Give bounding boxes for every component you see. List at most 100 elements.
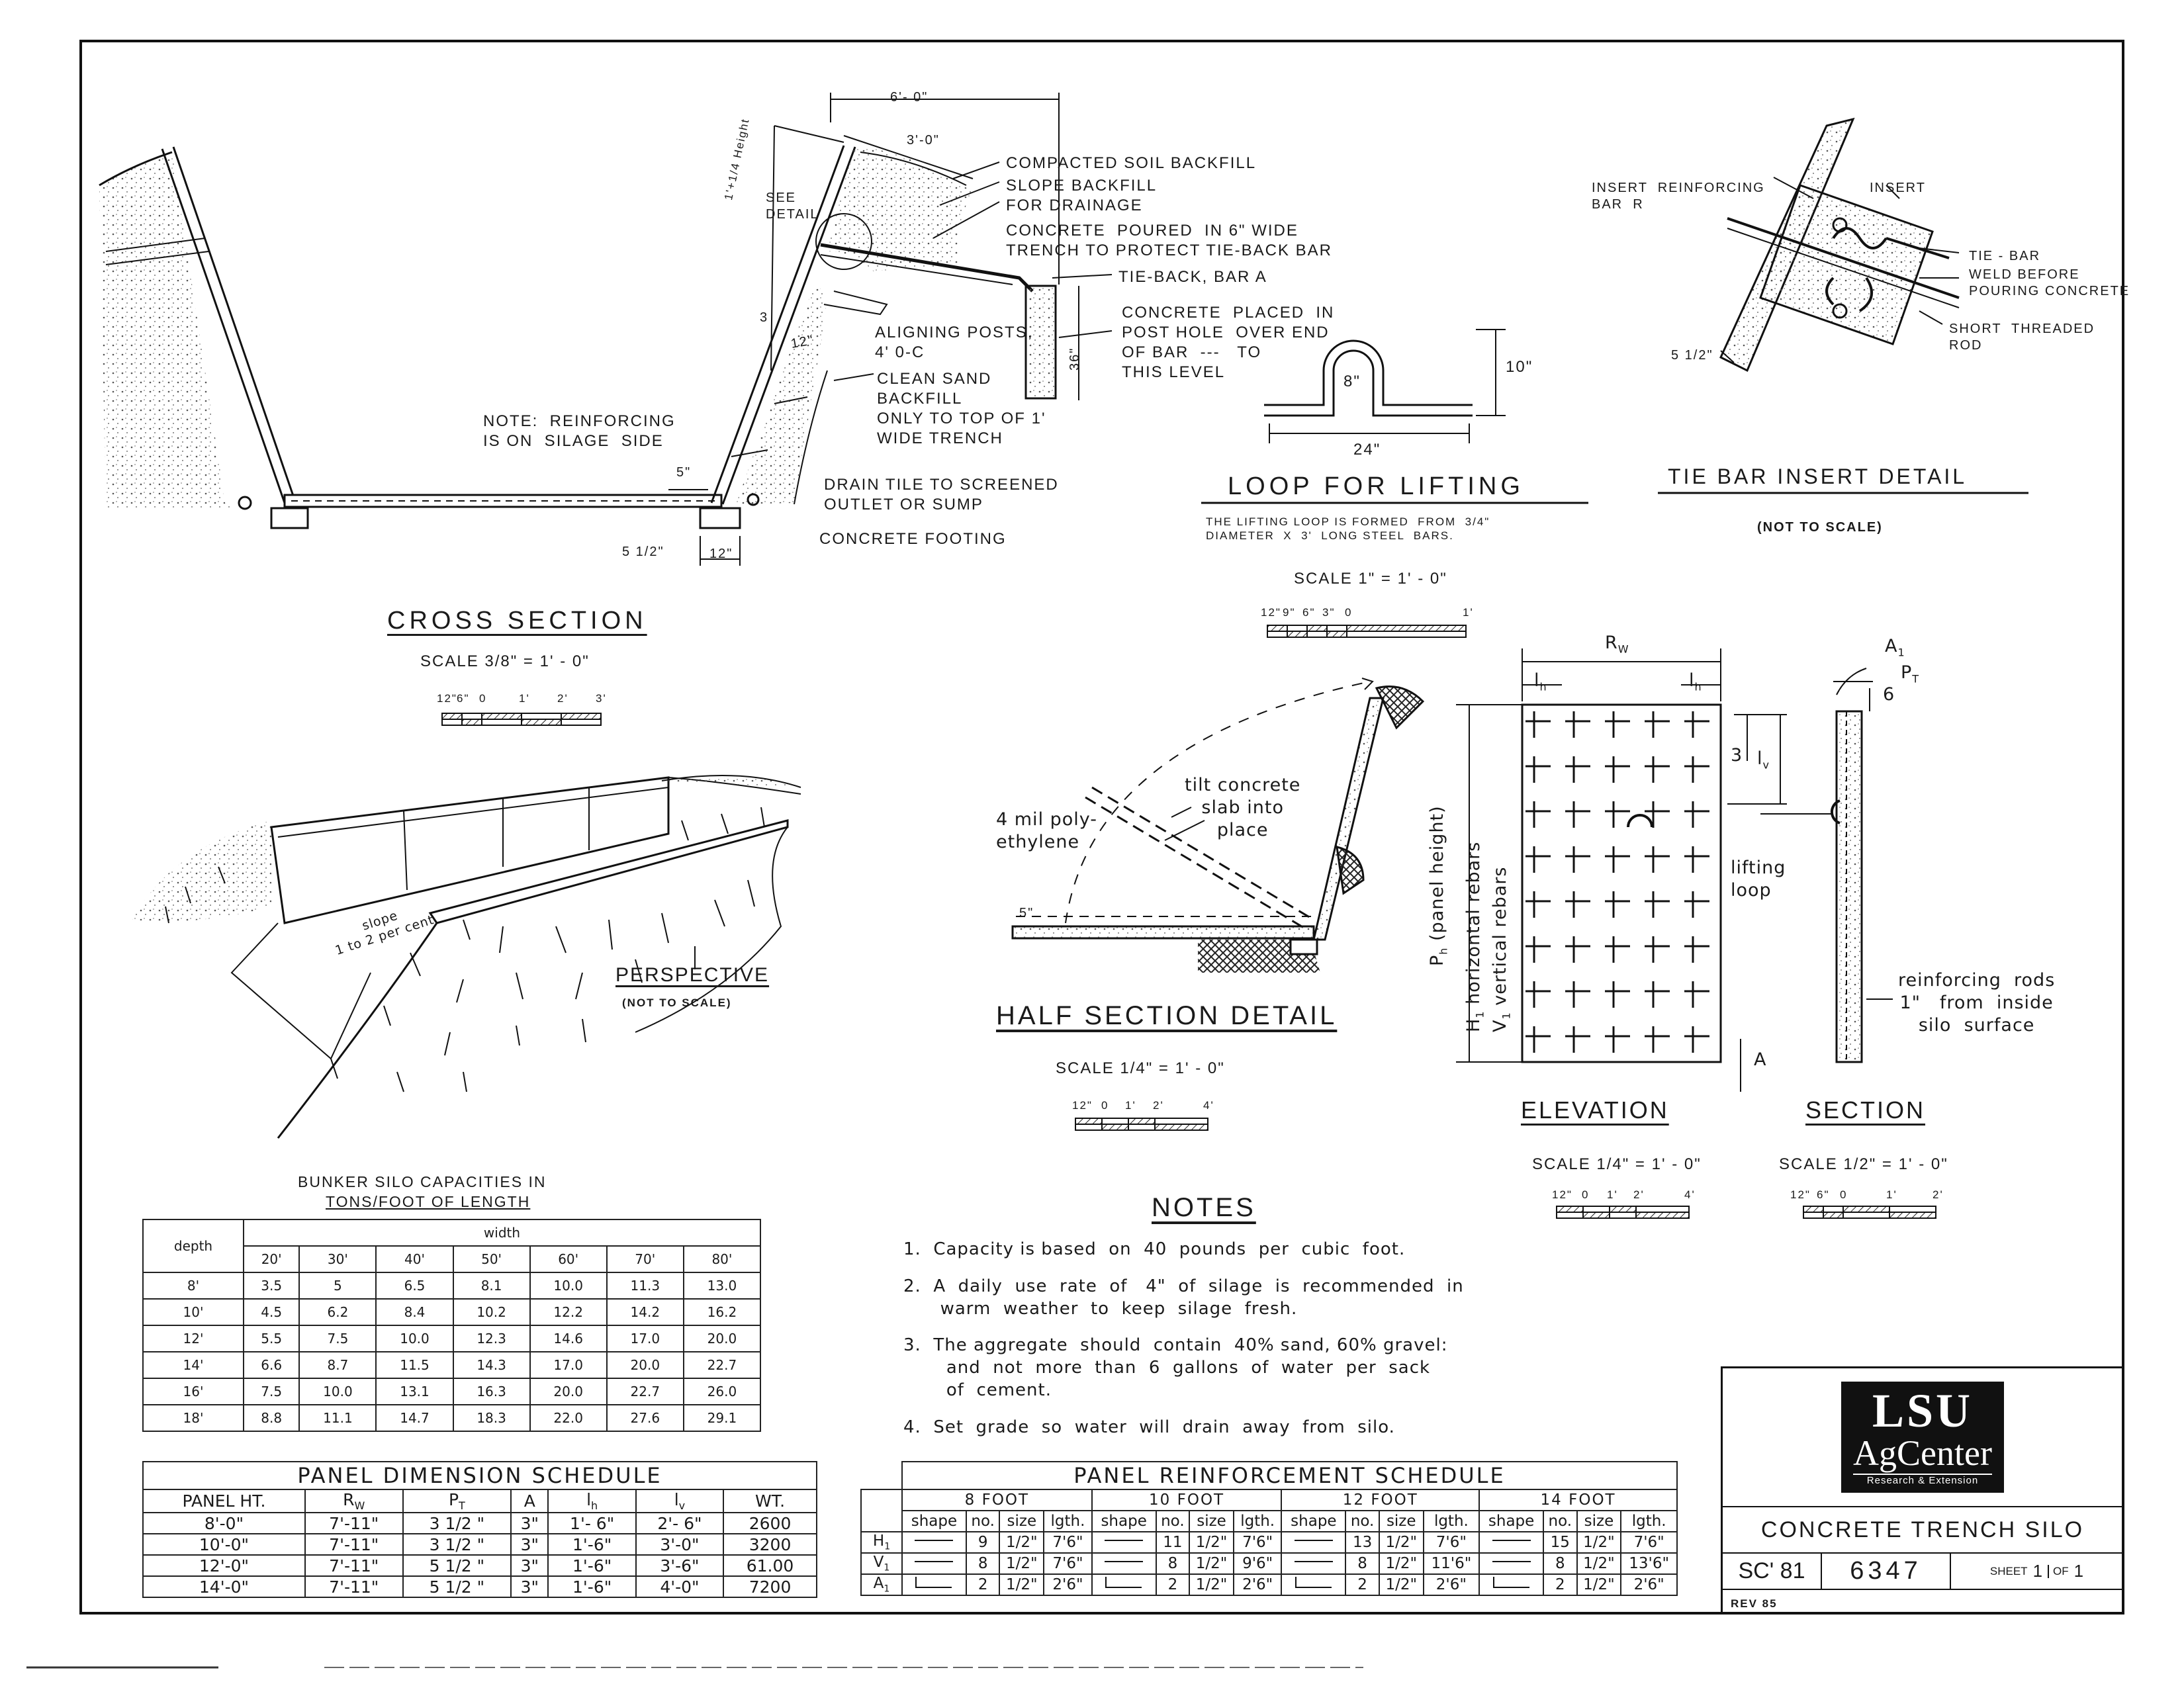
tiebar-title: TIE BAR INSERT DETAIL bbox=[1668, 465, 1968, 488]
lv-label: lv bbox=[1757, 748, 1770, 772]
depth-header: depth bbox=[142, 1219, 244, 1273]
capacity-cell: 16.3 bbox=[452, 1378, 531, 1405]
capacity-cell: 4.5 bbox=[242, 1298, 300, 1326]
perspective-title: PERSPECTIVE bbox=[615, 964, 770, 986]
reinforcement-cell: 2'6" bbox=[1232, 1573, 1283, 1596]
dim-5: 5" bbox=[676, 465, 692, 480]
reinforcement-subheader: lgth. bbox=[1232, 1510, 1283, 1532]
dimension-cell: 7'-11" bbox=[304, 1512, 404, 1534]
sheet-info: SHEET 1 OF 1 bbox=[1951, 1554, 2122, 1590]
reinforcement-cell: 8 bbox=[965, 1552, 1001, 1575]
lsu-agcenter-logo: LSU AgCenter Research & Extension bbox=[1841, 1382, 2004, 1493]
capacity-cell: 14.7 bbox=[375, 1404, 454, 1432]
capacity-cell: 8.8 bbox=[242, 1404, 300, 1432]
width-column-header: 40' bbox=[375, 1245, 454, 1273]
loop-description: THE LIFTING LOOP IS FORMED FROM 3/4" DIA… bbox=[1206, 515, 1490, 543]
reinforcement-cell: 7'6" bbox=[1043, 1531, 1093, 1554]
depth-cell: 8' bbox=[142, 1272, 244, 1300]
reinforcement-cell: 7'6" bbox=[1620, 1531, 1678, 1554]
capacity-cell: 11.3 bbox=[606, 1272, 684, 1300]
reinforcement-subheader: shape bbox=[1091, 1510, 1157, 1532]
drain-tile-label: DRAIN TILE TO SCREENED OUTLET OR SUMP bbox=[824, 476, 1059, 513]
dim-36: 36" bbox=[1068, 347, 1082, 371]
elevation-scale: SCALE 1/4" = 1' - 0" bbox=[1532, 1155, 1702, 1173]
capacity-cell: 22.0 bbox=[529, 1404, 608, 1432]
tiebar-dim-5half: 5 1/2" bbox=[1671, 348, 1713, 363]
dim-6ft: 6'- 0" bbox=[890, 90, 929, 105]
straight-shape-icon bbox=[1281, 1552, 1347, 1575]
section-scale-mark: 12" bbox=[1790, 1188, 1811, 1201]
section-scale-mark: 1' bbox=[1886, 1188, 1897, 1201]
tie-bar-label: TIE - BAR bbox=[1969, 249, 2041, 263]
reinforcement-cell: 7'6" bbox=[1422, 1531, 1480, 1554]
sheet-number: 1 bbox=[2032, 1561, 2043, 1581]
see-detail-label: SEE DETAIL bbox=[766, 191, 819, 222]
reinforcement-subheader: no. bbox=[1155, 1510, 1191, 1532]
reinforcing-rods-label: reinforcing rods 1" from inside silo sur… bbox=[1898, 970, 2056, 1036]
capacity-cell: 14.2 bbox=[606, 1298, 684, 1326]
table-row: 8'-0"7'-11"3 1/2 "3"1'- 6"2'- 6"2600 bbox=[142, 1512, 817, 1534]
rebar-type-cell: A1 bbox=[860, 1573, 903, 1596]
loop-dim-24: 24" bbox=[1353, 441, 1381, 459]
reinforcement-group-header: 10 FOOT bbox=[1091, 1489, 1283, 1511]
dimension-header-cell: lv bbox=[635, 1489, 725, 1513]
reinforcement-cell: 11'6" bbox=[1422, 1552, 1480, 1575]
reinforcement-subheader: no. bbox=[1543, 1510, 1578, 1532]
reinforcement-subheader: no. bbox=[1345, 1510, 1380, 1532]
reinforcement-cell: 1/2" bbox=[1189, 1531, 1234, 1554]
header-text: P bbox=[448, 1490, 459, 1509]
reinforcement-cell: 1/2" bbox=[999, 1573, 1045, 1596]
reinforcement-cell: 13'6" bbox=[1620, 1552, 1678, 1575]
capacity-cell: 29.1 bbox=[682, 1404, 762, 1432]
capacity-cell: 7.5 bbox=[298, 1325, 377, 1352]
loop-dim-8: 8" bbox=[1343, 373, 1361, 390]
capacity-cell: 6.5 bbox=[375, 1272, 454, 1300]
elevation-title: ELEVATION bbox=[1521, 1096, 1669, 1124]
capacity-cell: 20.0 bbox=[529, 1378, 608, 1405]
header-text: l bbox=[586, 1490, 592, 1509]
capacity-cell: 6.2 bbox=[298, 1298, 377, 1326]
reinforcement-cell: 2 bbox=[965, 1573, 1001, 1596]
lh-label-left: lh bbox=[1534, 670, 1547, 693]
reinforcement-subheader: lgth. bbox=[1422, 1510, 1480, 1532]
loop-scale-mark: 0 bbox=[1345, 606, 1353, 619]
capacity-cell: 10.0 bbox=[298, 1378, 377, 1405]
section-drawing bbox=[1760, 668, 1893, 1063]
capacity-cell: 22.7 bbox=[606, 1378, 684, 1405]
reinforcement-cell: 1/2" bbox=[1378, 1531, 1424, 1554]
elevation-rebar-grid bbox=[1525, 711, 1717, 1055]
dimension-cell: 3" bbox=[510, 1533, 549, 1556]
reinforcement-schedule-title: PANEL REINFORCEMENT SCHEDULE bbox=[901, 1461, 1678, 1490]
rebar-label-subscript: 1 bbox=[884, 1583, 890, 1595]
capacity-cell: 11.1 bbox=[298, 1404, 377, 1432]
dimension-cell: 1'-6" bbox=[547, 1575, 637, 1598]
rebar-label-subscript: 1 bbox=[884, 1562, 890, 1573]
aligning-posts-label: ALIGNING POSTS, 4' 0-C bbox=[875, 324, 1034, 361]
pt-label: PT bbox=[1901, 662, 1920, 686]
reinforcement-cell: 7'6" bbox=[1043, 1552, 1093, 1575]
width-column-header: 60' bbox=[529, 1245, 608, 1273]
section-scale-mark: 0 bbox=[1840, 1188, 1848, 1201]
clean-sand-label: CLEAN SAND BACKFILL ONLY TO TOP OF 1' WI… bbox=[877, 370, 1046, 447]
hook-shape-icon bbox=[1479, 1573, 1545, 1596]
widths-row: 20'30'40'50'60'70'80' bbox=[143, 1245, 762, 1273]
elevation-scale-mark: 4' bbox=[1684, 1188, 1696, 1201]
reinforcement-group-header: 12 FOOT bbox=[1281, 1489, 1480, 1511]
reinforcement-cell: 11 bbox=[1155, 1531, 1191, 1554]
tiebar-not-to-scale: (NOT TO SCALE) bbox=[1757, 520, 1883, 535]
dimension-cell: 1'-6" bbox=[547, 1554, 637, 1577]
loop-scale: SCALE 1" = 1' - 0" bbox=[1294, 570, 1447, 588]
elevation-scale-mark: 12" bbox=[1552, 1188, 1572, 1201]
reinforcement-cell: 15 bbox=[1543, 1531, 1578, 1554]
dimension-cell: 12'-0" bbox=[142, 1554, 306, 1577]
